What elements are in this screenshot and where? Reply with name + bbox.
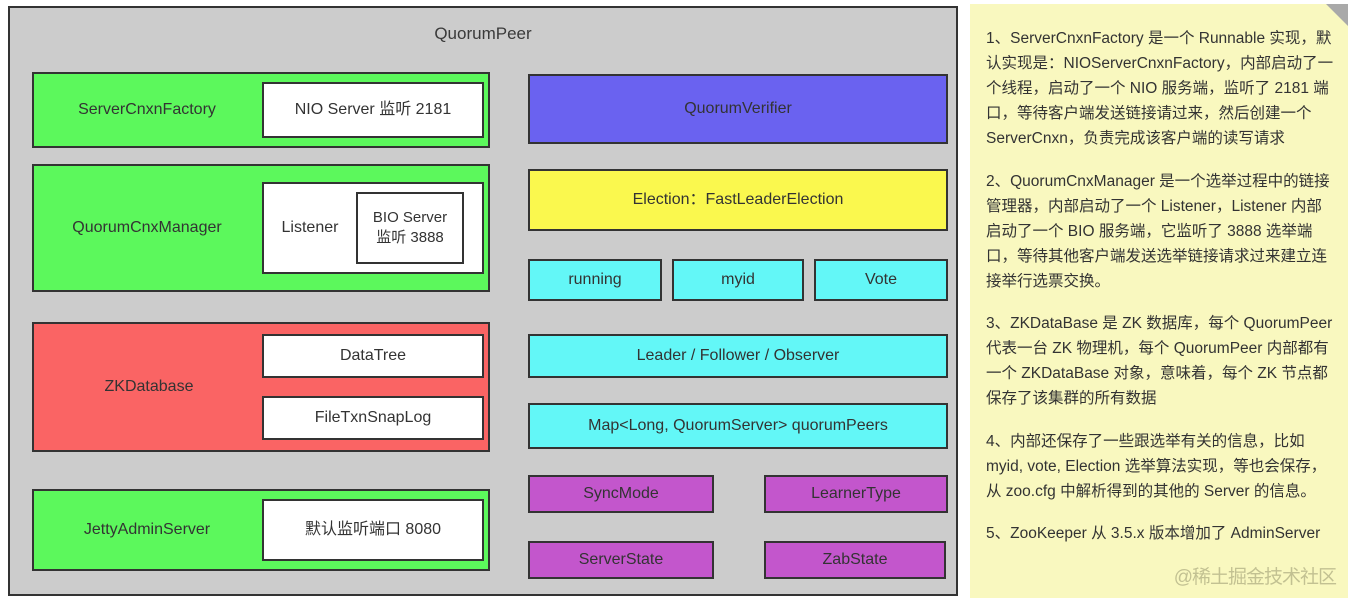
component-label-quorumcnxmanager: QuorumCnxManager xyxy=(72,219,222,236)
inner-box-bio-server: BIO Server 监听 3888 xyxy=(356,192,464,264)
note-item-3: 3、ZKDataBase 是 ZK 数据库，每个 QuorumPeer 代表一台… xyxy=(986,315,1333,408)
notes-panel: 1、ServerCnxnFactory 是一个 Runnable 实现，默认实现… xyxy=(970,4,1348,598)
bio-server-line1: BIO Server xyxy=(372,208,448,226)
inner-box-default-admin-port: 默认监听端口 8080 xyxy=(262,499,484,561)
inner-box-nio-server: NIO Server 监听 2181 xyxy=(262,82,484,138)
diagram-title: QuorumPeer xyxy=(434,24,532,43)
box-election: Election：FastLeaderElection xyxy=(528,169,948,231)
box-syncmode: SyncMode xyxy=(528,475,714,513)
box-quorumverifier: QuorumVerifier xyxy=(528,74,948,144)
note-item-1: 1、ServerCnxnFactory 是一个 Runnable 实现，默认实现… xyxy=(986,30,1334,148)
box-zabstate: ZabState xyxy=(764,541,946,579)
watermark: @稀土掘金技术社区 xyxy=(1173,567,1337,589)
box-myid: myid xyxy=(672,259,804,301)
box-leader-follower-observer: Leader / Follower / Observer xyxy=(528,334,948,378)
box-serverstate: ServerState xyxy=(528,541,714,579)
component-label-zkdatabase: ZKDatabase xyxy=(104,378,194,395)
folded-corner-icon xyxy=(1326,4,1348,26)
component-label-servercnxnfactory: ServerCnxnFactory xyxy=(78,101,216,118)
note-item-2: 2、QuorumCnxManager 是一个选举过程中的链接管理器，内部启动了一… xyxy=(986,172,1330,290)
box-running: running xyxy=(528,259,662,301)
component-jettyadminserver: JettyAdminServer 默认监听端口 8080 xyxy=(32,489,490,571)
note-item-4: 4、内部还保存了一些跟选举有关的信息，比如 myid, vote, Electi… xyxy=(986,432,1327,500)
listener-label: Listener xyxy=(281,219,339,236)
component-zkdatabase: ZKDatabase DataTree FileTxnSnapLog xyxy=(32,322,490,452)
inner-box-listener: Listener BIO Server 监听 3888 xyxy=(262,182,484,274)
note-item-5: 5、ZooKeeper 从 3.5.x 版本增加了 AdminServer xyxy=(986,524,1321,542)
box-vote: Vote xyxy=(814,259,948,301)
component-servercnxnfactory: ServerCnxnFactory NIO Server 监听 2181 xyxy=(32,72,490,148)
inner-box-datatree: DataTree xyxy=(262,334,484,378)
box-quorumpeers-map: Map<Long, QuorumServer> quorumPeers xyxy=(528,403,948,449)
box-learnertype: LearnerType xyxy=(764,475,948,513)
inner-box-filetxnsnaplog: FileTxnSnapLog xyxy=(262,396,484,440)
component-quorumcnxmanager: QuorumCnxManager Listener BIO Server 监听 … xyxy=(32,164,490,292)
bio-server-line2: 监听 3888 xyxy=(376,229,444,246)
quorumpeer-diagram-panel: QuorumPeer ServerCnxnFactory NIO Server … xyxy=(8,6,958,596)
component-label-jettyadminserver: JettyAdminServer xyxy=(83,521,211,538)
